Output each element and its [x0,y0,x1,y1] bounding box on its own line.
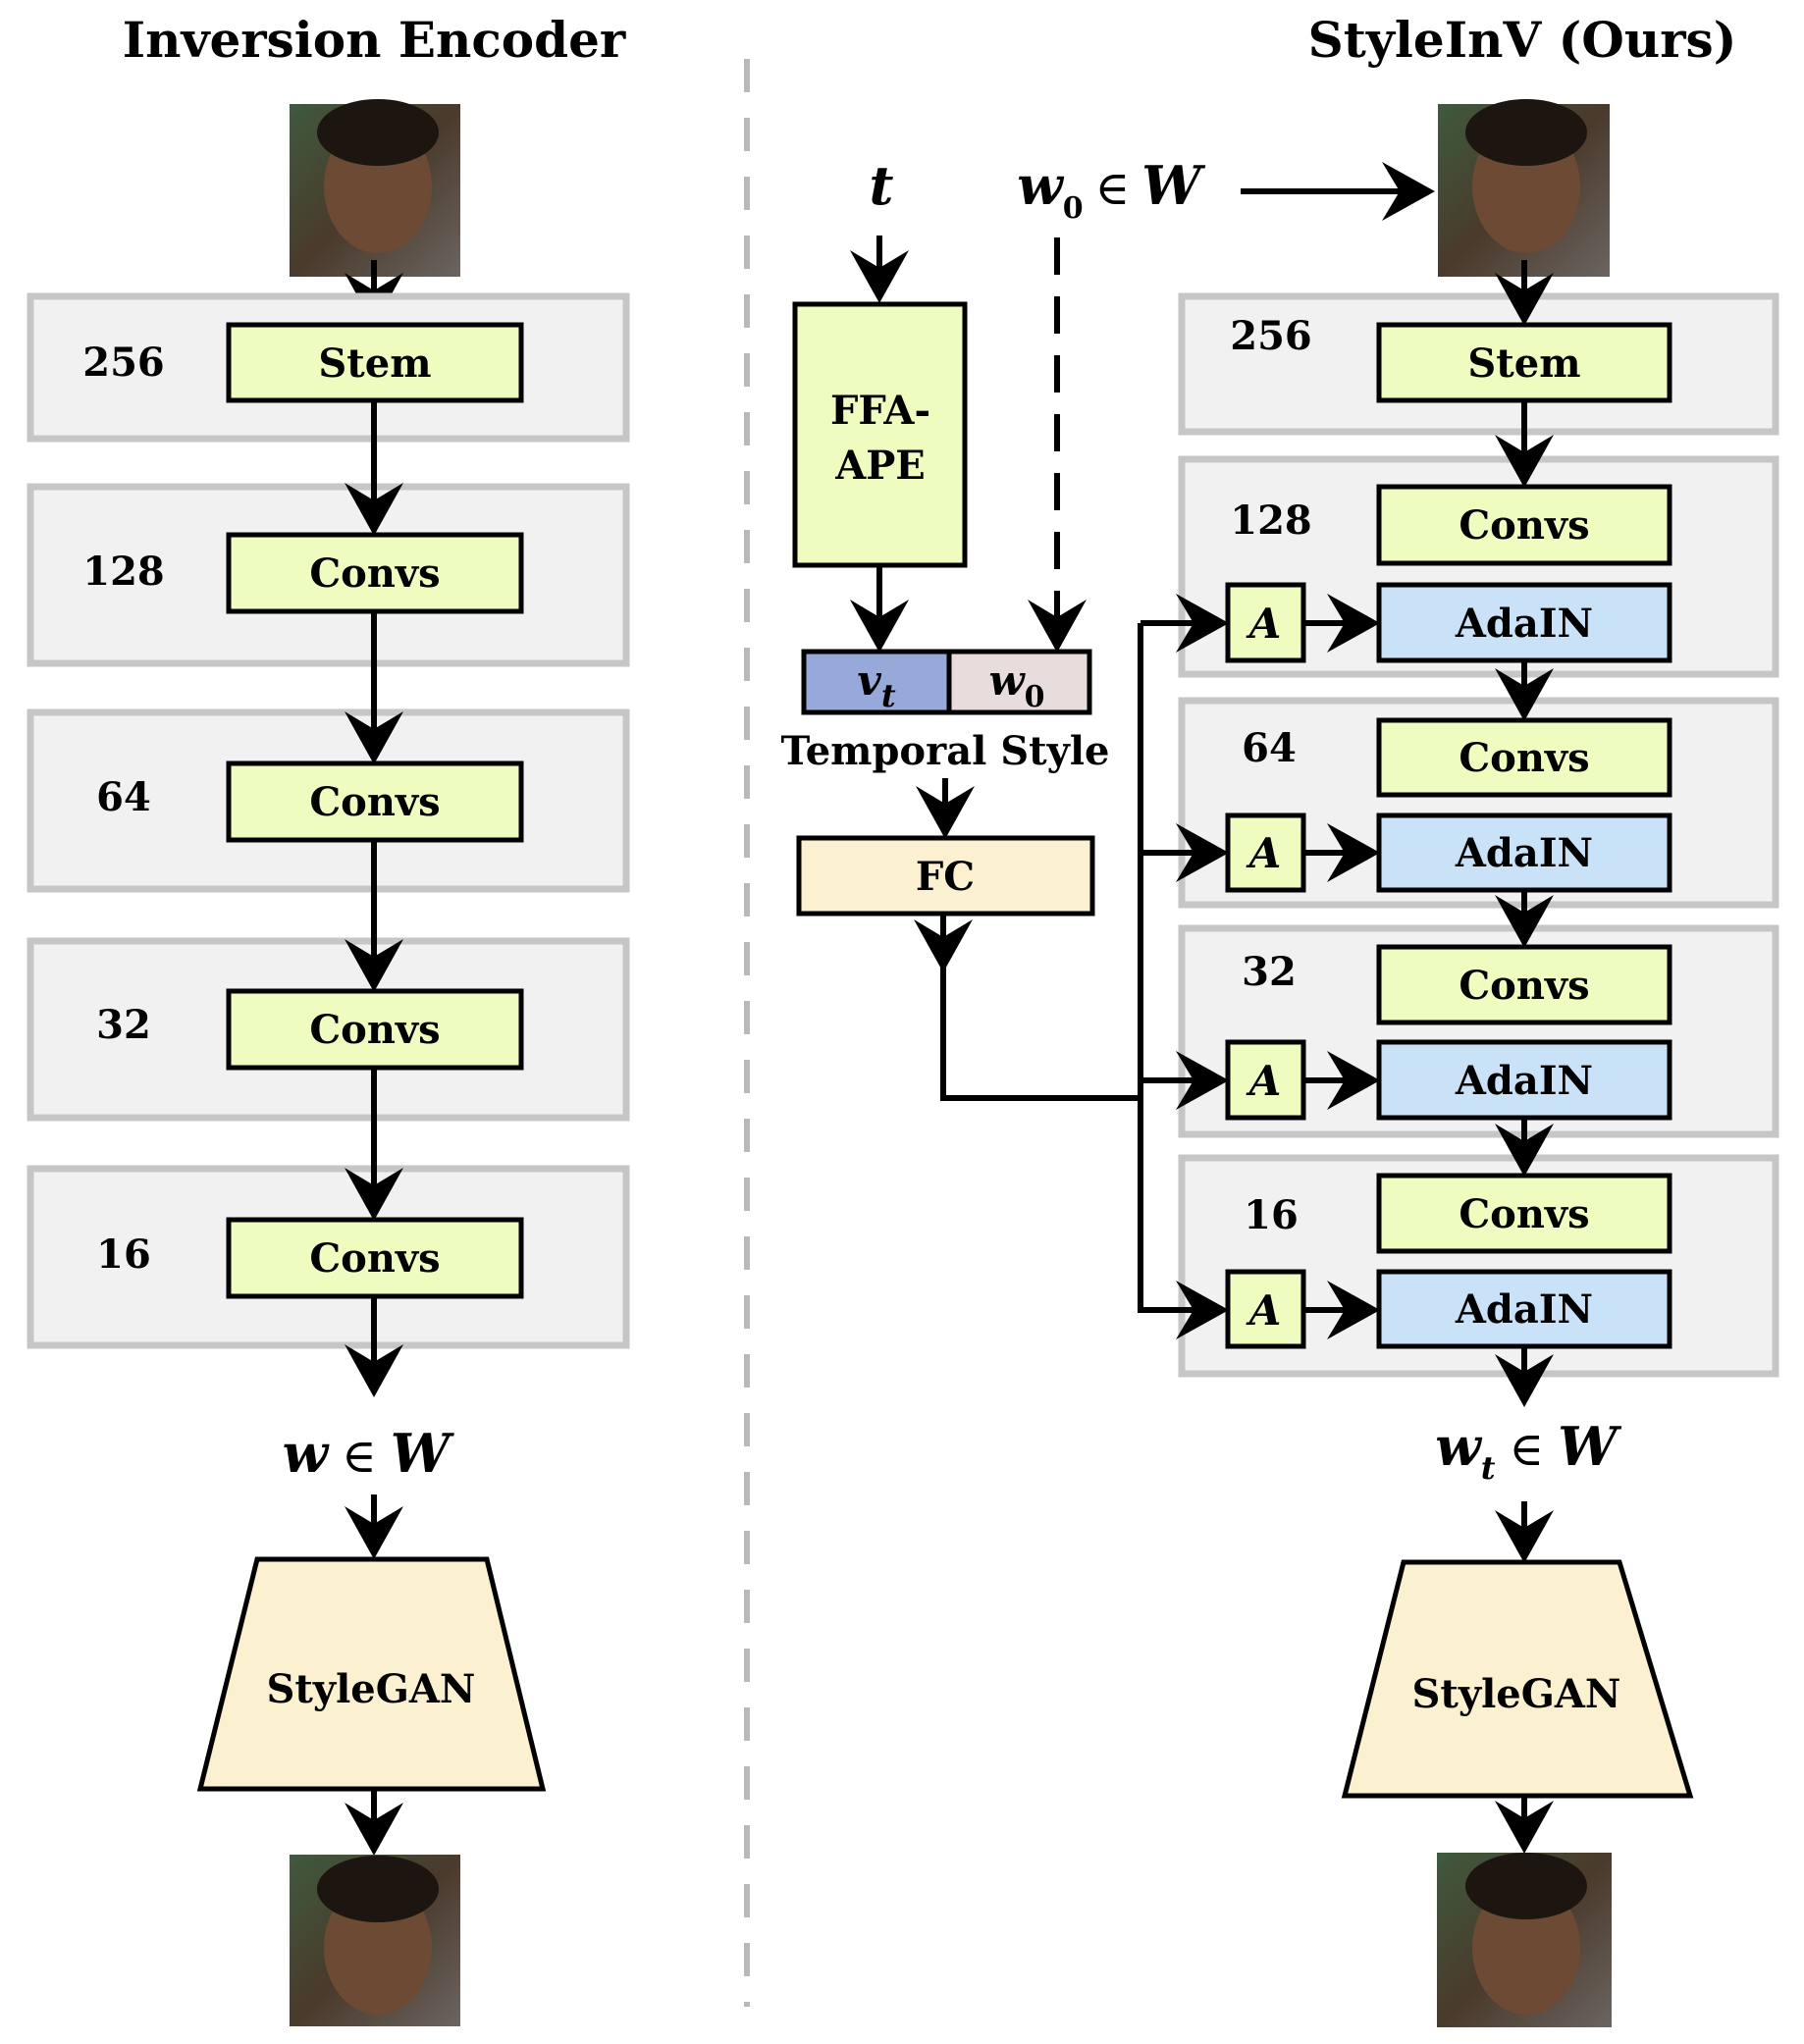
right-panel-title: StyleInV (Ours) [1308,11,1737,69]
convs-block-left [226,1217,524,1299]
block-label: Convs [1459,502,1589,549]
block-label: Convs [1459,1191,1589,1237]
stage-resolution-left: 256 [82,340,165,386]
block-label: Convs [309,550,440,597]
fc-routing-line [940,967,1141,1101]
input-face-image-right [1438,99,1610,277]
block-label: AdaIN [1455,601,1593,647]
left-panel-title: Inversion Encoder [123,11,626,69]
block-label: AdaIN [1455,1286,1593,1333]
affine-label: A [1246,1057,1282,1105]
stem-block-left [226,322,524,403]
output-face-image-left [290,1855,460,2026]
block-label: Convs [309,1007,440,1053]
convs-block-right [1376,1173,1672,1254]
fc-block [796,835,1095,917]
w0-segment [946,649,1092,715]
block-label: Convs [309,779,440,825]
output-face-image-right [1437,1853,1612,2027]
block-label: Stem [1467,341,1580,387]
latent-w0: w0∈W [1017,154,1206,226]
affine-row-128: A [1141,582,1380,663]
time-input-t: t [870,154,894,217]
stage-resolution-right: 32 [1242,949,1297,995]
stage-resolution-right: 128 [1230,498,1312,544]
w0-label: w0 [988,656,1044,714]
stage-resolution-left: 16 [96,1232,151,1278]
stylegan-generator-left [196,1556,547,1792]
vt-label: vt [857,656,895,714]
affine-label: A [1246,600,1282,648]
stylegan-generator-right [1341,1559,1694,1799]
affine-row-64: A [1141,812,1380,893]
affine-block [1225,1039,1306,1121]
affine-block [1225,1269,1306,1349]
block-label: Convs [1459,963,1589,1009]
convs-block-right [1376,717,1672,798]
adain-block [1376,1039,1672,1121]
latent-w-left: w∈W [283,1422,455,1485]
latent-wt-right: wt∈W [1435,1415,1622,1487]
block-label: Convs [1459,735,1589,781]
svg-text:w0∈W: w0∈W [1017,154,1206,226]
stem-block-right [1376,322,1672,403]
stage-resolution-right: 64 [1242,725,1297,771]
block-label: Convs [309,1235,440,1282]
convs-block-left [226,988,524,1071]
stage-resolution-right: 16 [1244,1192,1299,1238]
stage-resolution-left: 64 [96,774,151,820]
input-face-image-left [290,99,460,277]
temporal-style-label: Temporal Style [781,728,1110,774]
affine-block [1225,812,1306,893]
ffa-ape-label: FFA- [830,388,930,434]
generator-label: StyleGAN [1411,1671,1620,1717]
block-label: AdaIN [1455,830,1593,876]
fc-label: FC [916,854,975,900]
ffa-ape-label: APE [834,443,926,489]
affine-label: A [1246,829,1282,877]
stage-resolution-left: 128 [82,549,165,595]
affine-block [1225,582,1306,663]
affine-row-16: A [1141,1269,1380,1349]
block-label: Stem [318,341,431,387]
generator-label: StyleGAN [266,1666,475,1712]
ffa-ape-block [792,301,968,568]
stage-resolution-right: 256 [1230,313,1312,359]
svg-text:wt∈W: wt∈W [1435,1415,1622,1487]
affine-row-32: A [1141,1039,1380,1121]
affine-label: A [1246,1286,1282,1335]
svg-text:w∈W: w∈W [283,1422,455,1485]
block-label: AdaIN [1455,1058,1593,1104]
stage-resolution-left: 32 [96,1002,151,1048]
convs-block-left [226,760,524,843]
